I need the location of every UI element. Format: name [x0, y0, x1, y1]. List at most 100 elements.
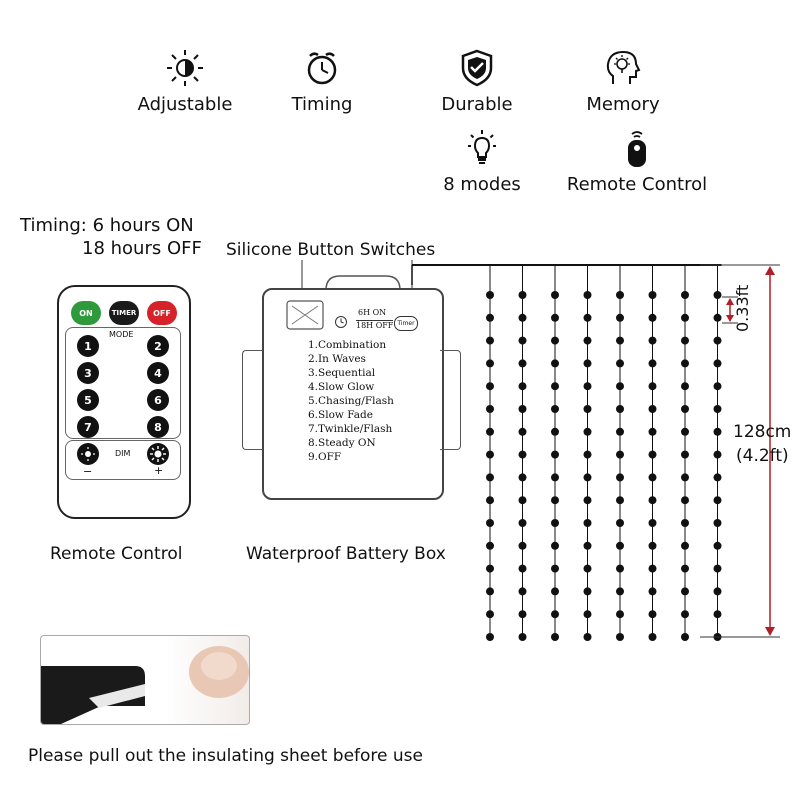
mode-button[interactable]: 3 [77, 362, 99, 384]
feature-label: Timing [291, 94, 353, 115]
mode-button[interactable]: 7 [77, 416, 99, 438]
led-bead [713, 587, 722, 596]
led-bead [616, 450, 624, 459]
off-button[interactable]: OFF [147, 301, 177, 325]
led-bead [486, 587, 494, 596]
feature-adjustable: Adjustable [110, 48, 260, 115]
led-bead [713, 313, 722, 322]
sun-icon [150, 446, 166, 462]
mode-button[interactable]: 5 [77, 389, 99, 411]
led-bead [648, 450, 657, 459]
led-bead [713, 450, 722, 459]
remote-caption: Remote Control [50, 544, 183, 564]
led-bead [616, 519, 624, 527]
feature-label: Remote Control [566, 174, 708, 195]
led-bead [518, 405, 527, 413]
mode-button[interactable]: 2 [147, 335, 169, 357]
led-bead [681, 519, 689, 527]
led-bead [616, 291, 624, 299]
mode-item: 2.In Waves [308, 353, 366, 365]
alarm-clock-icon [307, 52, 337, 85]
feature-label: 8 modes [443, 174, 521, 195]
led-bead [681, 336, 689, 345]
dim-down-button[interactable] [77, 443, 99, 465]
led-bead [616, 405, 624, 413]
light-bulb-icon [468, 130, 496, 164]
led-bead [648, 382, 657, 391]
timer-switch-button[interactable]: Timer [394, 316, 418, 331]
shield-icon [461, 49, 493, 87]
arrow-up [765, 266, 775, 275]
led-bead [616, 336, 624, 345]
feature-durable: Durable [402, 48, 552, 115]
led-bead [518, 450, 527, 459]
led-bead [551, 313, 559, 322]
led-bead [551, 405, 559, 413]
mode-button[interactable]: 8 [147, 416, 169, 438]
led-bead [713, 473, 722, 482]
led-bead [713, 405, 722, 413]
brain-head-icon [606, 50, 641, 84]
led-bead [486, 291, 494, 299]
led-bead [486, 541, 494, 550]
mode-label: MODE [109, 330, 134, 339]
led-bead [616, 427, 624, 436]
mode-item: 9.OFF [308, 451, 342, 463]
led-bead [681, 450, 689, 459]
led-bead [551, 564, 559, 573]
mode-button[interactable]: 4 [147, 362, 169, 384]
led-bead [648, 633, 657, 641]
led-bead [551, 633, 559, 641]
mode-button[interactable]: 6 [147, 389, 169, 411]
led-bead [583, 405, 592, 413]
dim-up-button[interactable] [147, 443, 169, 465]
led-bead [518, 633, 527, 641]
led-bead [616, 473, 624, 482]
modes-list: 1.Combination 2.In Waves 3.Sequential 4.… [308, 338, 394, 464]
on-button[interactable]: ON [71, 301, 101, 325]
battery-box-tab [286, 300, 324, 330]
led-bead [648, 291, 657, 299]
led-bead [583, 610, 592, 619]
led-bead [681, 427, 689, 436]
notice-text: Please pull out the insulating sheet bef… [28, 746, 423, 766]
led-bead [681, 382, 689, 391]
led-bead [583, 313, 592, 322]
timer-button[interactable]: TIMER [109, 301, 139, 325]
feature-remote-control: Remote Control [562, 128, 712, 195]
led-bead [518, 473, 527, 482]
feature-modes: 8 modes [407, 128, 557, 195]
insulating-sheet-photo [40, 635, 250, 725]
led-bead [681, 473, 689, 482]
led-bead [551, 473, 559, 482]
led-bead [583, 359, 592, 368]
timer-on-label: 6H ON [358, 308, 387, 317]
led-bead [486, 359, 494, 368]
plus-label: + [154, 464, 164, 477]
led-bead [681, 496, 689, 505]
battery-box-side-clip-right [440, 350, 461, 450]
arrow-down [726, 315, 734, 322]
dim-panel [65, 440, 181, 480]
led-bead [486, 473, 494, 482]
remote-icon [628, 131, 646, 167]
led-bead [551, 336, 559, 345]
led-bead [551, 519, 559, 527]
feature-label: Adjustable [137, 94, 233, 115]
led-bead [551, 291, 559, 299]
led-bead [648, 427, 657, 436]
mode-button[interactable]: 1 [77, 335, 99, 357]
led-bead [616, 633, 624, 641]
battery-box: 6H ON 18H OFF Timer 1.Combination 2.In W… [242, 288, 461, 500]
sun-icon [81, 447, 95, 461]
mode-item: 4.Slow Glow [308, 381, 375, 393]
led-bead [616, 313, 624, 322]
led-bead [648, 405, 657, 413]
led-bead [681, 610, 689, 619]
led-bead [713, 291, 722, 299]
clock-icon [335, 316, 347, 328]
led-bead [616, 359, 624, 368]
led-bead [518, 587, 527, 596]
battery-box-corner-illustration [41, 646, 249, 724]
led-bead [518, 359, 527, 368]
